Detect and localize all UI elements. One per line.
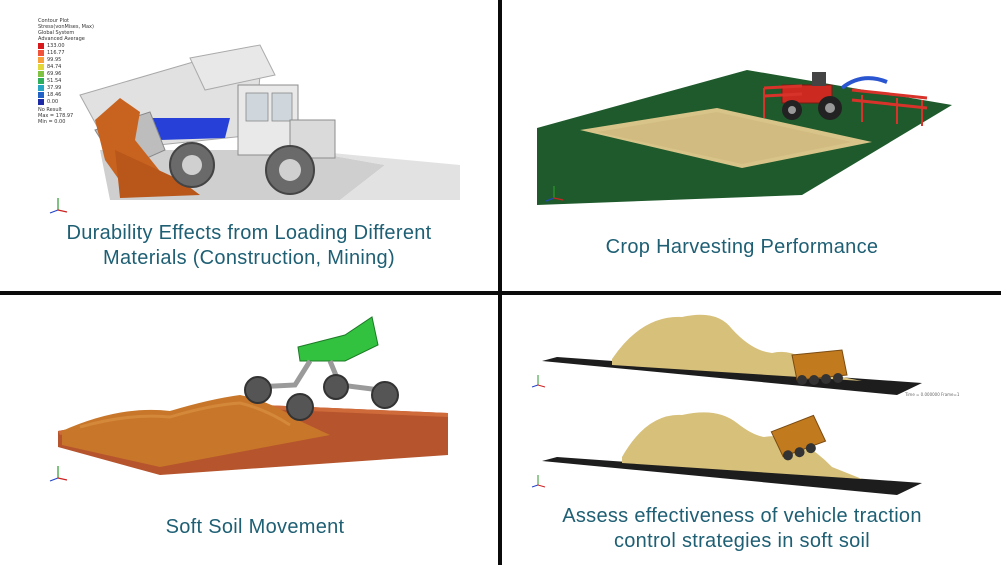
rover [244, 316, 399, 421]
legend-max: Max = 178.97 [38, 113, 74, 119]
legend-row: 37.99 [38, 84, 94, 91]
loader-simulation-image [0, 0, 498, 222]
legend-row: 84.74 [38, 63, 94, 70]
caption-durability: Durability Effects from Loading Differen… [0, 221, 498, 271]
axis-triad-icon [545, 186, 564, 202]
caption-line: Durability Effects from Loading Differen… [66, 222, 432, 244]
legend-value: 116.77 [47, 49, 65, 56]
legend-value: 133.00 [47, 42, 65, 49]
legend-value: 51.54 [47, 77, 62, 84]
legend-value: 37.99 [47, 84, 62, 91]
legend-row: 0.00 [38, 98, 94, 105]
contour-legend: Contour Plot Stress(vonMises, Max) Globa… [38, 18, 94, 125]
soil-pile [62, 395, 330, 467]
legend-value: 99.95 [47, 56, 62, 63]
vertical-divider [498, 0, 502, 565]
legend-row: 133.00 [38, 42, 94, 49]
legend-title-line: Stress(vonMises, Max) [38, 24, 94, 30]
legend-swatch [38, 91, 44, 98]
upper-vehicle [791, 349, 848, 385]
caption-line: Assess effectiveness of vehicle traction [562, 505, 922, 527]
legend-row: 51.54 [38, 77, 94, 84]
legend-title-line: Advanced Average [38, 36, 85, 42]
harvester-implement [763, 76, 928, 126]
legend-swatch [38, 56, 44, 63]
caption-crop-harvesting: Crop Harvesting Performance [605, 236, 879, 258]
axis-triad-icon [531, 375, 546, 388]
harvesting-simulation-image [502, 0, 1001, 222]
axis-triad-icon [49, 466, 68, 482]
caption-line: Materials (Construction, Mining) [103, 247, 395, 269]
legend-swatch [38, 98, 44, 105]
caption-line: control strategies in soft soil [613, 530, 871, 552]
legend-no-result: No Result [38, 107, 62, 113]
legend-swatch [38, 49, 44, 56]
horizontal-divider [0, 291, 1001, 295]
legend-min: Min = 0.00 [38, 119, 66, 125]
legend-title-line: Contour Plot [38, 18, 69, 24]
caption-soft-soil: Soft Soil Movement [165, 516, 345, 538]
legend-value: 69.96 [47, 70, 62, 77]
legend-row: 116.77 [38, 49, 94, 56]
lower-ground-plate [542, 457, 922, 495]
legend-title-line: Global System [38, 30, 75, 36]
axis-triad-icon [49, 198, 68, 214]
legend-value: 18.46 [47, 91, 62, 98]
traction-simulation-image [502, 295, 1001, 505]
lower-sand-pile [622, 412, 862, 479]
legend-swatch [38, 42, 44, 49]
lower-vehicle [770, 414, 827, 461]
soft-soil-simulation-image [0, 295, 498, 505]
legend-row: 69.96 [38, 70, 94, 77]
legend-swatch [38, 84, 44, 91]
time-frame-readout: Time = 0.000000 Frame=1 [905, 392, 960, 397]
legend-swatch [38, 77, 44, 84]
legend-swatch [38, 63, 44, 70]
legend-value: 84.74 [47, 63, 62, 70]
caption-traction: Assess effectiveness of vehicle traction… [502, 504, 982, 554]
tractor [781, 72, 842, 120]
legend-value: 0.00 [47, 98, 59, 105]
legend-swatch [38, 70, 44, 77]
legend-row: 99.95 [38, 56, 94, 63]
axis-triad-icon [531, 475, 546, 488]
legend-row: 18.46 [38, 91, 94, 98]
loader-arm-stress-high [150, 118, 230, 140]
